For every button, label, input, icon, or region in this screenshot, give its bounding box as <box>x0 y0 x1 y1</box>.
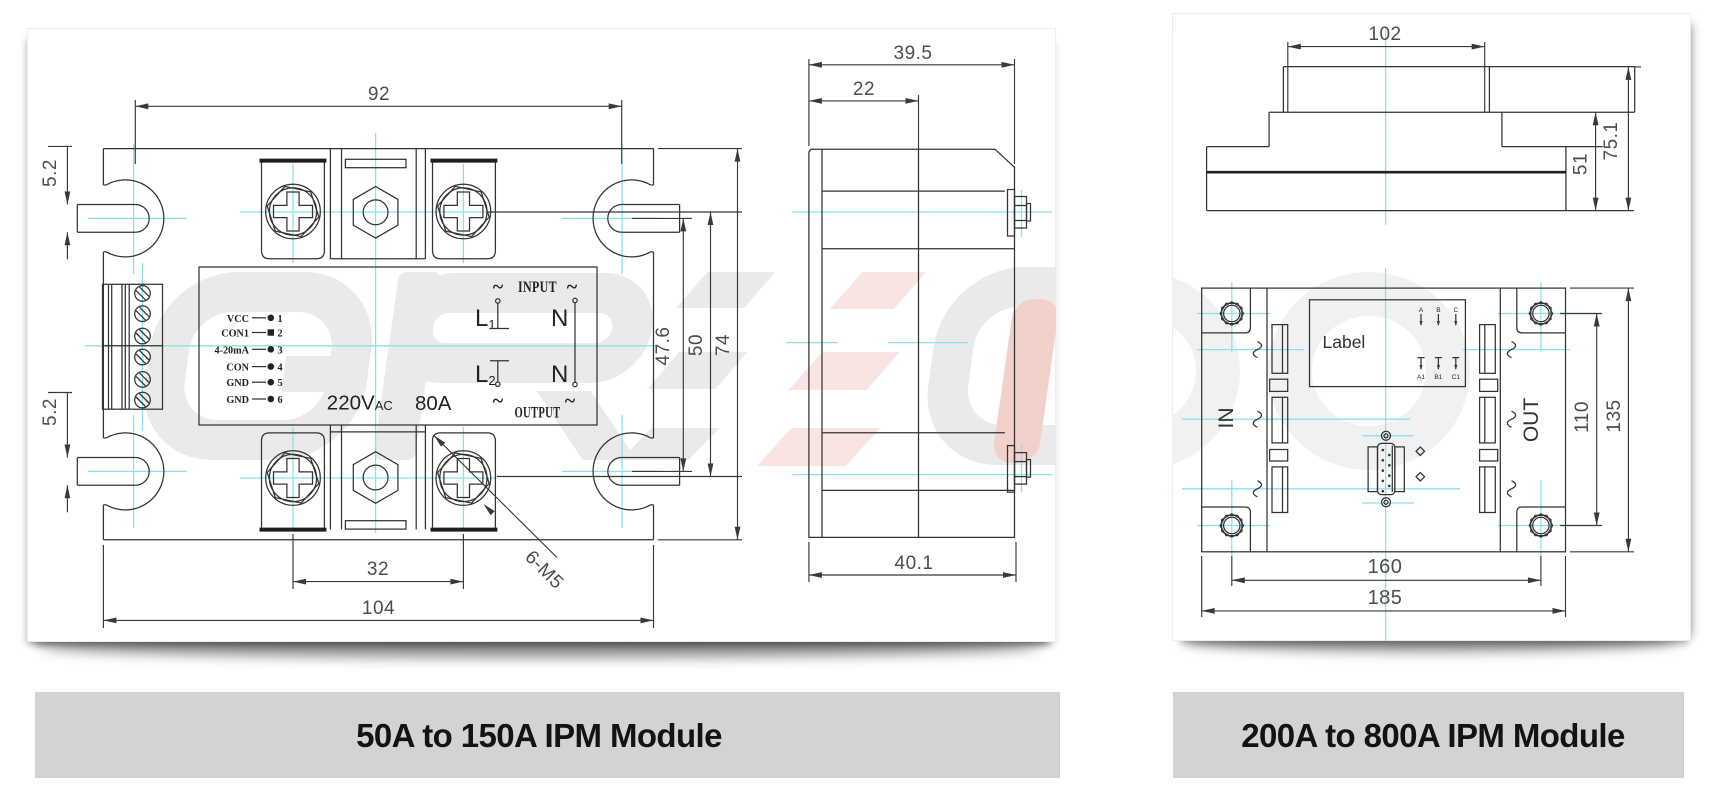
svg-text:VCC: VCC <box>227 314 249 325</box>
svg-text:51: 51 <box>1571 153 1592 175</box>
svg-text:INPUT: INPUT <box>518 279 557 296</box>
svg-text:CON1: CON1 <box>221 329 249 340</box>
svg-text:B: B <box>1436 307 1440 314</box>
svg-text:GND: GND <box>226 395 249 406</box>
svg-text:75.1: 75.1 <box>1601 122 1622 161</box>
svg-text:185: 185 <box>1368 587 1403 609</box>
svg-text:39.5: 39.5 <box>894 43 933 64</box>
svg-text:N: N <box>551 361 568 388</box>
svg-text:135: 135 <box>1604 399 1625 432</box>
svg-text:OUT: OUT <box>1520 398 1543 443</box>
svg-text:~: ~ <box>567 276 578 298</box>
svg-text:C1: C1 <box>1452 374 1461 381</box>
svg-text:50: 50 <box>686 334 707 356</box>
svg-text:6: 6 <box>278 395 283 406</box>
svg-text:Label: Label <box>1323 332 1366 352</box>
svg-text:220VAC: 220VAC <box>327 392 393 415</box>
svg-text:GND: GND <box>226 378 249 389</box>
svg-text:5: 5 <box>278 378 283 389</box>
svg-text:32: 32 <box>367 559 389 580</box>
svg-text:A: A <box>1419 307 1424 314</box>
svg-text:74: 74 <box>713 334 734 356</box>
svg-text:1: 1 <box>278 314 283 325</box>
svg-text:160: 160 <box>1368 556 1403 578</box>
svg-text:4: 4 <box>278 363 283 374</box>
svg-text:~: ~ <box>493 276 504 298</box>
svg-text:3: 3 <box>278 345 283 356</box>
svg-text:A1: A1 <box>1417 374 1425 381</box>
svg-text:102: 102 <box>1368 24 1401 45</box>
svg-text:4-20mA: 4-20mA <box>214 345 249 356</box>
svg-text:47.6: 47.6 <box>653 327 674 366</box>
svg-text:B1: B1 <box>1434 374 1442 381</box>
svg-text:C: C <box>1453 307 1458 314</box>
svg-text:~: ~ <box>565 390 576 412</box>
svg-text:6-M5: 6-M5 <box>520 547 567 594</box>
svg-text:~: ~ <box>493 390 504 412</box>
svg-text:104: 104 <box>362 598 395 619</box>
svg-text:80A: 80A <box>415 392 452 415</box>
svg-text:110: 110 <box>1572 401 1593 433</box>
svg-text:92: 92 <box>368 84 390 105</box>
svg-text:40.1: 40.1 <box>895 553 934 574</box>
svg-text:N: N <box>551 305 568 332</box>
svg-text:5.2: 5.2 <box>40 159 61 187</box>
svg-text:5.2: 5.2 <box>40 398 61 426</box>
svg-text:IN: IN <box>1215 408 1238 429</box>
svg-text:OUTPUT: OUTPUT <box>515 405 561 422</box>
svg-text:2: 2 <box>278 329 283 340</box>
svg-text:22: 22 <box>853 79 875 100</box>
svg-text:CON: CON <box>226 363 249 374</box>
